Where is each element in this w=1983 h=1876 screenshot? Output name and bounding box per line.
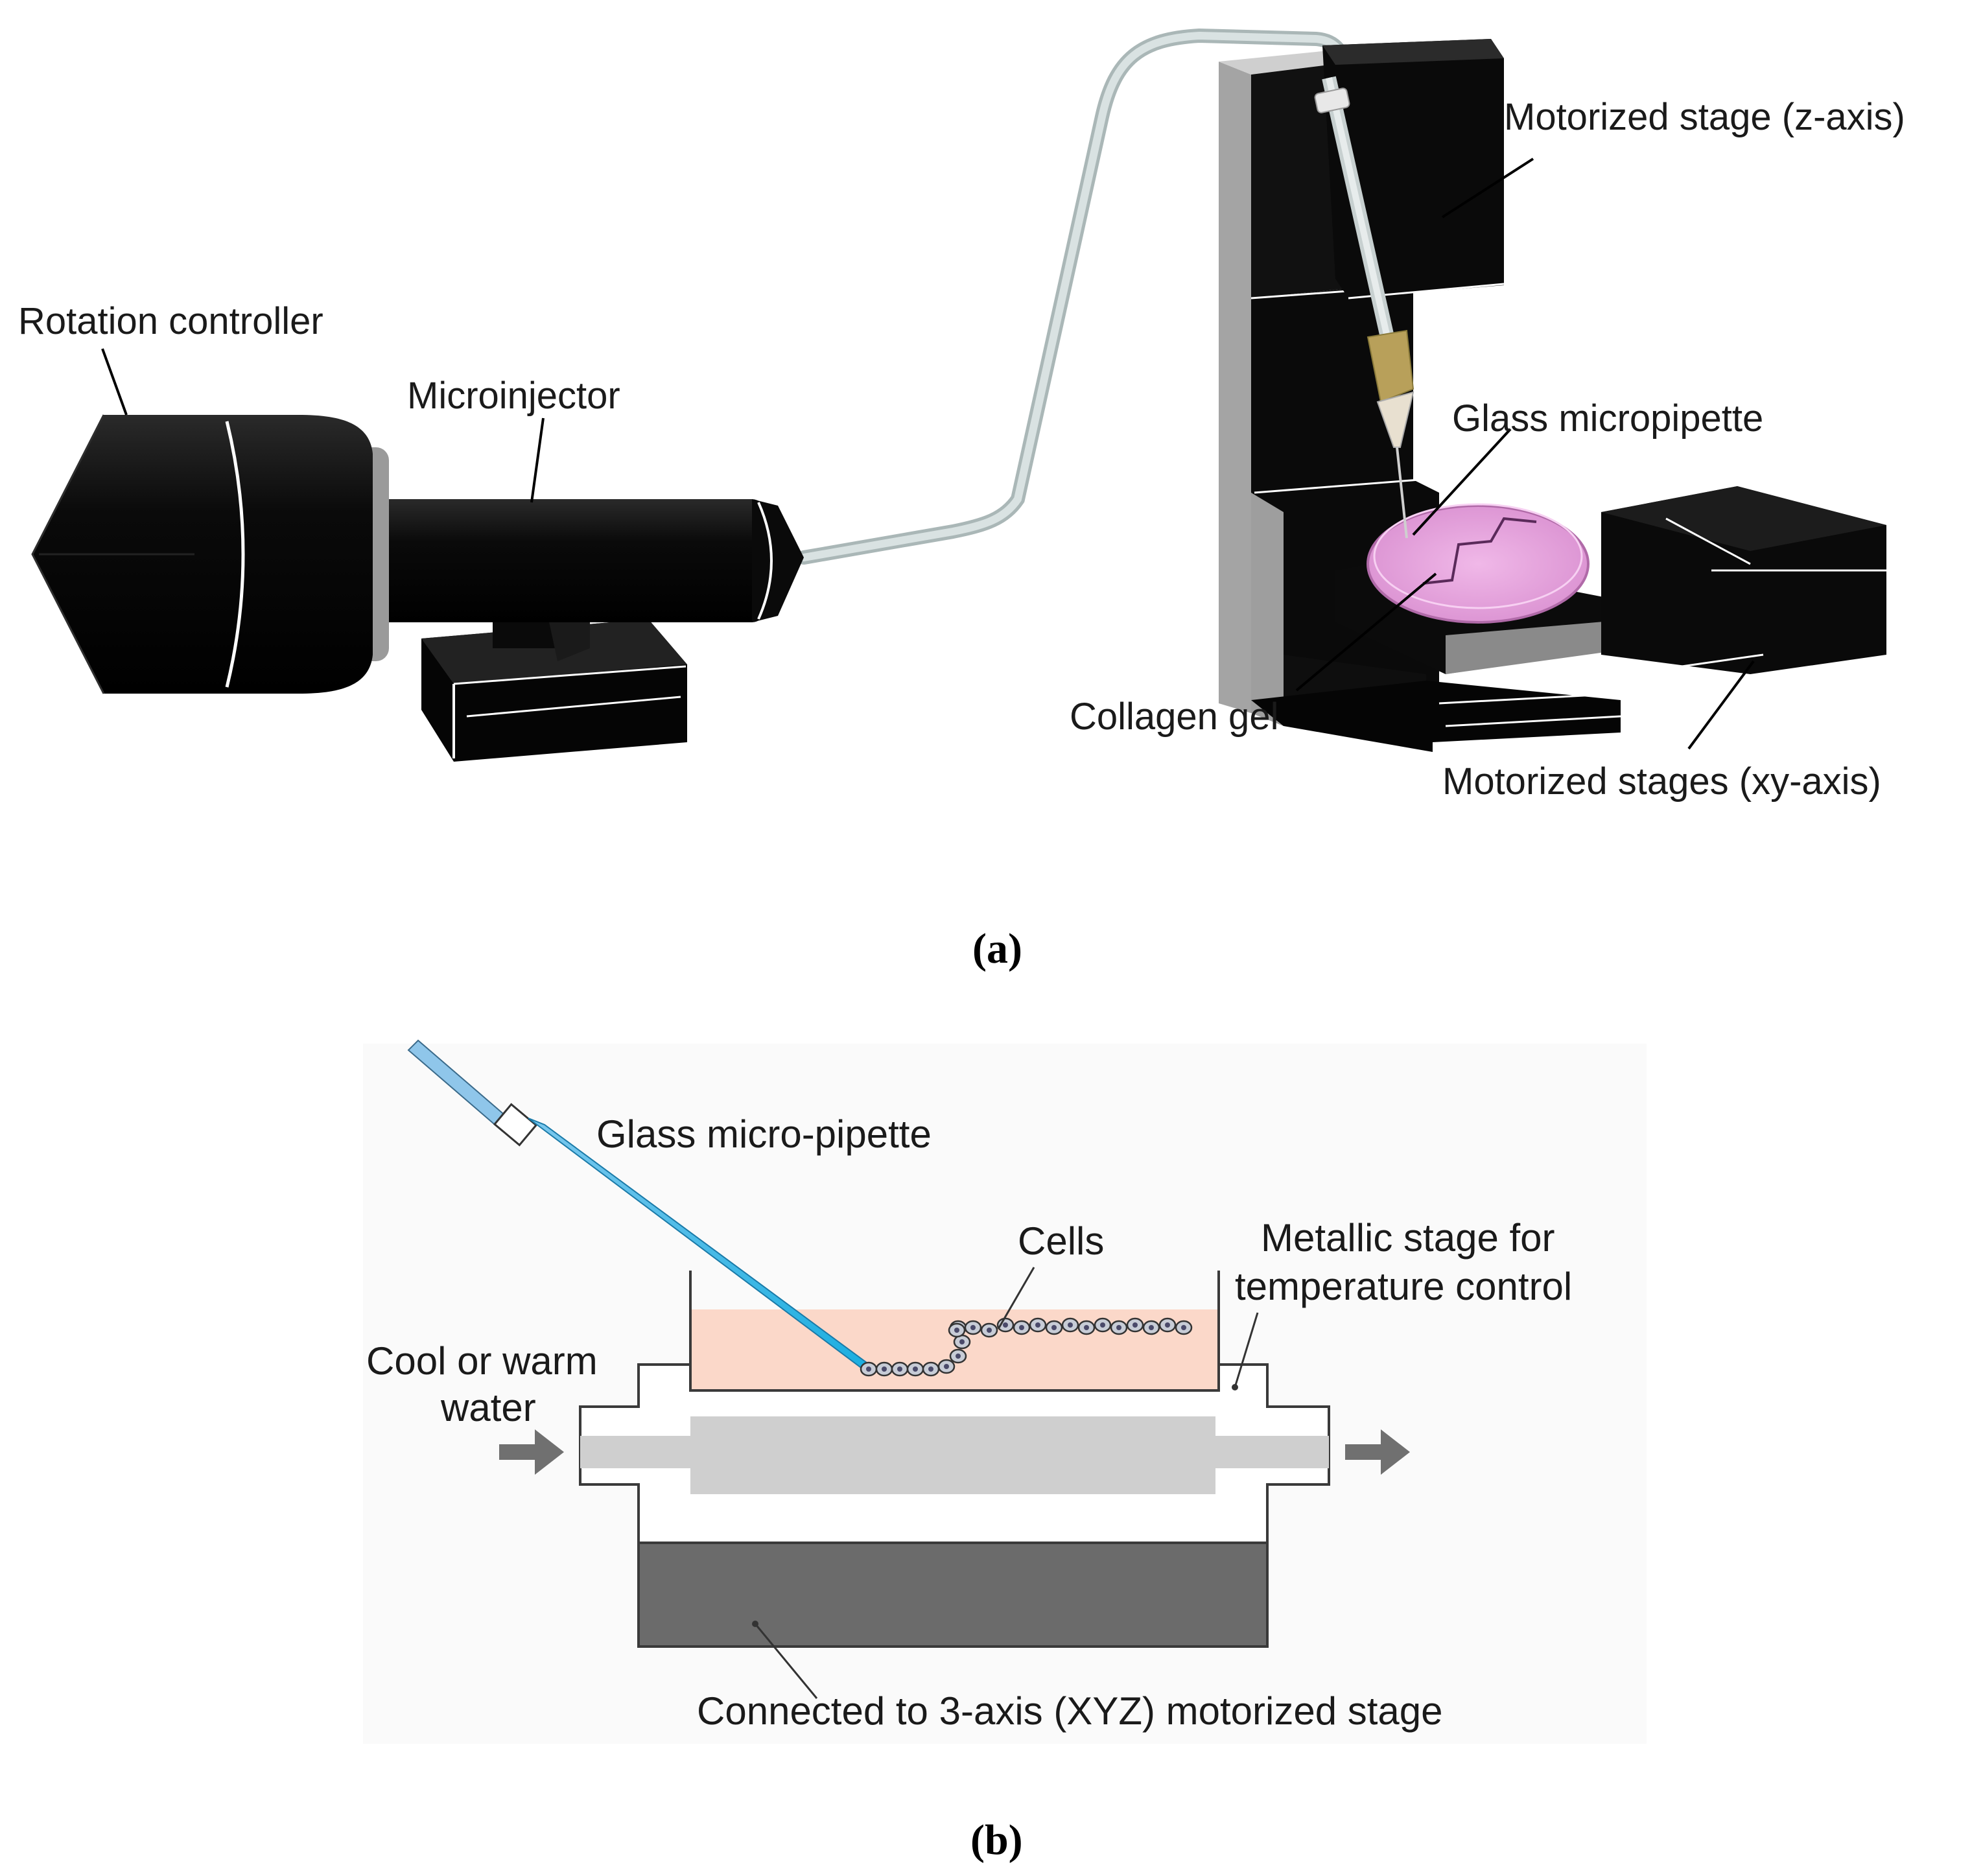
cell-nucleus xyxy=(987,1328,992,1333)
xy-stage xyxy=(1251,478,1886,752)
metallic-stage-marker xyxy=(1232,1384,1238,1390)
z-stage-frame xyxy=(1219,39,1505,713)
cells xyxy=(860,1317,1193,1377)
cell-nucleus xyxy=(1084,1325,1089,1330)
cell-nucleus xyxy=(882,1366,887,1372)
cell-nucleus xyxy=(1149,1325,1154,1330)
cell-nucleus xyxy=(913,1366,918,1372)
label-connected: Connected to 3-axis (XYZ) motorized stag… xyxy=(697,1689,1443,1733)
cell-nucleus xyxy=(1003,1322,1008,1328)
label-glass-micropipette: Glass micropipette xyxy=(1452,397,1763,440)
label-microinjector: Microinjector xyxy=(407,375,620,417)
caption-a: (a) xyxy=(972,925,1022,972)
label-motorized-stages-xy: Motorized stages (xy-axis) xyxy=(1442,760,1881,803)
cell-nucleus xyxy=(1051,1325,1057,1330)
flow-arrow-out xyxy=(1345,1429,1410,1475)
label-rotation-controller: Rotation controller xyxy=(18,300,323,342)
cell-nucleus xyxy=(928,1366,933,1372)
cell-nucleus xyxy=(1068,1322,1073,1328)
label-metallic-stage-line1: Metallic stage for xyxy=(1261,1216,1555,1260)
label-motorized-stage-z: Motorized stage (z-axis) xyxy=(1504,96,1905,138)
label-cells: Cells xyxy=(1018,1219,1104,1263)
cell-nucleus xyxy=(954,1328,959,1333)
label-metallic-stage-line2: temperature control xyxy=(1235,1265,1572,1308)
label-collagen-gel: Collagen gel xyxy=(1070,696,1278,738)
cell-nucleus xyxy=(1165,1322,1170,1328)
caption-b: (b) xyxy=(970,1816,1023,1864)
cell-nucleus xyxy=(866,1366,871,1372)
leader-lines-b xyxy=(754,1267,1259,1699)
cell-nucleus xyxy=(1035,1322,1040,1328)
cell-nucleus xyxy=(956,1354,961,1359)
cell-nucleus xyxy=(959,1339,965,1344)
water-channel-chamber xyxy=(690,1416,1215,1494)
cell-nucleus xyxy=(944,1364,949,1369)
glass-micropipette-a xyxy=(1314,76,1414,539)
cell-nucleus xyxy=(897,1366,902,1372)
label-glass-micro-pipette: Glass micro-pipette xyxy=(596,1112,932,1156)
flow-arrow-in xyxy=(499,1429,564,1475)
cell-nucleus xyxy=(1181,1325,1186,1330)
motorized-block-marker xyxy=(752,1621,758,1627)
cell-nucleus xyxy=(970,1325,976,1330)
rotation-controller xyxy=(31,414,389,694)
collagen-gel-dish xyxy=(1367,503,1590,624)
cell-nucleus xyxy=(1132,1322,1138,1328)
culture-dish xyxy=(689,1271,1220,1392)
motorized-block xyxy=(637,1542,1269,1648)
label-water-line1: Cool or warm xyxy=(366,1339,598,1383)
cell-nucleus xyxy=(1100,1322,1105,1328)
panel-a: Rotation controller Microinjector Motori… xyxy=(18,28,1905,972)
leader-lines-a xyxy=(101,158,1755,750)
panel-b: Glass micro-pipette Cells Metallic stage… xyxy=(363,1039,1647,1864)
label-water-line2: water xyxy=(440,1386,536,1429)
cell-nucleus xyxy=(1019,1325,1024,1330)
microinjector-body xyxy=(363,499,804,622)
cell-nucleus xyxy=(1116,1325,1121,1330)
